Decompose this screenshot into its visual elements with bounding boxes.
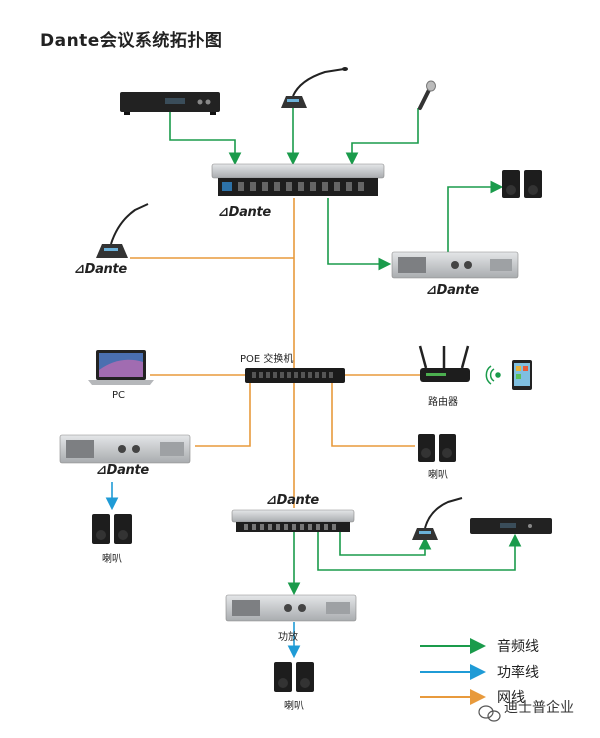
- net-line-amp-left: [195, 383, 251, 447]
- audio-line-amp-speakers: [447, 180, 504, 252]
- speakers-top-right: [502, 170, 542, 198]
- dante-mark-icon: ⊿: [74, 262, 85, 277]
- power-amp-left: [59, 434, 191, 464]
- desk-mic-bottom: [412, 497, 463, 540]
- net-line-speaker-right: [331, 383, 415, 447]
- desk-mic-top: [281, 67, 348, 108]
- dante-logo-amp-right: ⊿Dante: [426, 283, 479, 298]
- media-player-bottom: [470, 518, 552, 534]
- dante-mark-icon: ⊿: [266, 493, 277, 508]
- legend-lines: [420, 638, 486, 705]
- tablet: [512, 360, 532, 390]
- speakers-right-middle: [418, 434, 456, 462]
- dante-mark-icon: ⊿: [426, 283, 437, 298]
- legend-power-label: 功率线: [497, 665, 539, 681]
- legend-network-label: 网线: [497, 690, 525, 706]
- audio-processor: [211, 163, 385, 196]
- digital-mixer: [231, 509, 355, 532]
- dante-logo-mic-left: ⊿Dante: [74, 262, 127, 277]
- audio-line-mixer-player: [317, 530, 522, 571]
- wifi-signal-icon: [485, 365, 501, 385]
- watermark: 迪士普企业: [478, 697, 574, 717]
- handheld-mic: [418, 80, 436, 110]
- network-lines: [130, 198, 420, 508]
- power-amp-bottom: [225, 594, 357, 622]
- speakers-bottom: [274, 662, 314, 692]
- dante-mark-icon: ⊿: [218, 205, 229, 220]
- pc-label: PC: [112, 390, 126, 401]
- router: [418, 345, 470, 382]
- speakers-left-bottom: [92, 514, 132, 544]
- laptop-pc: [88, 350, 154, 385]
- switch-label: POE 交换机: [240, 354, 294, 365]
- audio-line-mixer-mic: [339, 530, 432, 556]
- desk-mic-left: [96, 203, 149, 258]
- power-lines: [105, 482, 301, 659]
- wechat-icon: [478, 705, 501, 722]
- audio-lines: [169, 108, 522, 596]
- dante-logo-mixer: ⊿Dante: [266, 493, 319, 508]
- speaker-right-label: 喇叭: [428, 470, 448, 481]
- dante-logo-amp-left: ⊿Dante: [96, 463, 149, 478]
- media-player-top: [120, 92, 220, 115]
- audio-line-cd-player: [169, 112, 242, 166]
- dante-mark-icon: ⊿: [96, 463, 107, 478]
- poe-switch: [245, 368, 345, 383]
- legend-audio-label: 音频线: [497, 639, 539, 655]
- audio-line-processor-amp: [327, 198, 392, 271]
- power-amp-right: [391, 251, 519, 279]
- watermark-text: 迪士普企业: [504, 700, 574, 716]
- dante-logo-processor: ⊿Dante: [218, 205, 271, 220]
- speaker-left-label: 喇叭: [102, 554, 122, 565]
- amp-bottom-label: 功放: [278, 632, 298, 643]
- speaker-bottom-label: 喇叭: [284, 701, 304, 712]
- diagram-title: Dante会议系统拓扑图: [40, 31, 223, 51]
- router-label: 路由器: [428, 397, 458, 408]
- audio-line-handheld-mic: [345, 108, 419, 166]
